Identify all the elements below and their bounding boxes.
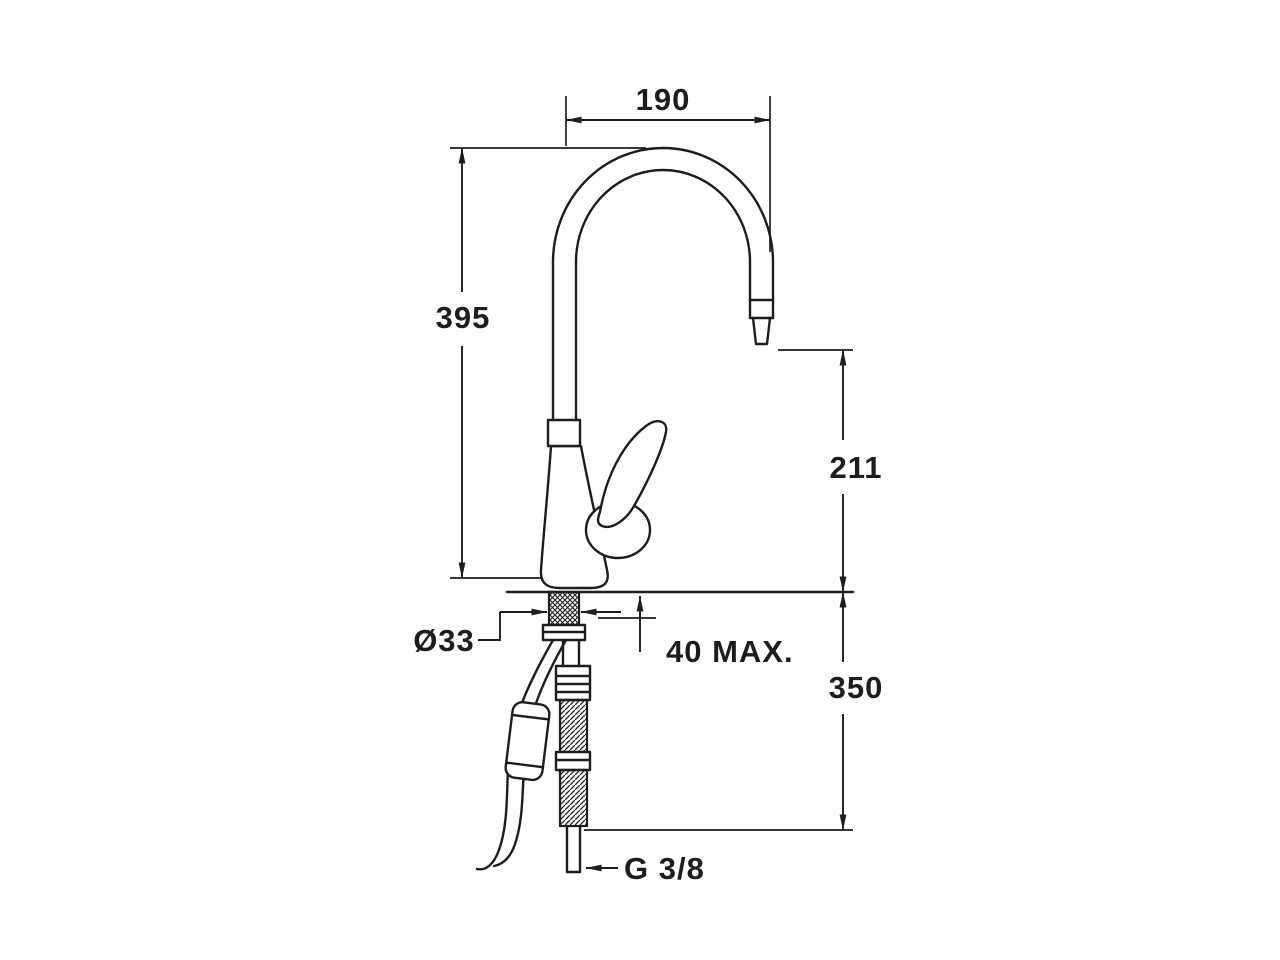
dim-label-spout-width: 190 — [636, 82, 691, 117]
hose-weight-top-line — [510, 713, 550, 721]
leader-hole-diameter — [478, 612, 501, 641]
faucet-outline — [475, 146, 855, 874]
threaded-shank — [547, 590, 581, 627]
spout-arc-inner — [574, 168, 752, 264]
hose-weight-body — [504, 701, 551, 782]
spout-arc-outer — [551, 146, 775, 264]
dim-label-height: 395 — [436, 300, 491, 335]
spout-aerator-tip — [751, 316, 772, 346]
dimension-annotations: 190 395 211 350 Ø33 40 MAX. G 3/8 — [413, 82, 884, 886]
riser-collar — [546, 418, 582, 448]
braided-hose-lower — [558, 768, 589, 828]
hose-weight-bottom-line — [505, 761, 545, 769]
pullout-hose-right-edge — [492, 638, 568, 868]
dim-label-deck-thickness: 40 MAX. — [666, 634, 794, 669]
braided-hose-upper — [558, 698, 589, 754]
dim-label-hole-diameter: Ø33 — [413, 623, 475, 658]
handle-lever — [596, 420, 668, 529]
pullout-hose-left-edge — [475, 638, 555, 871]
dim-label-connection-thread: G 3/8 — [624, 851, 705, 886]
hose-weight — [504, 701, 551, 782]
dim-label-below-deck: 350 — [829, 670, 884, 705]
dim-label-outlet-height: 211 — [829, 450, 882, 485]
